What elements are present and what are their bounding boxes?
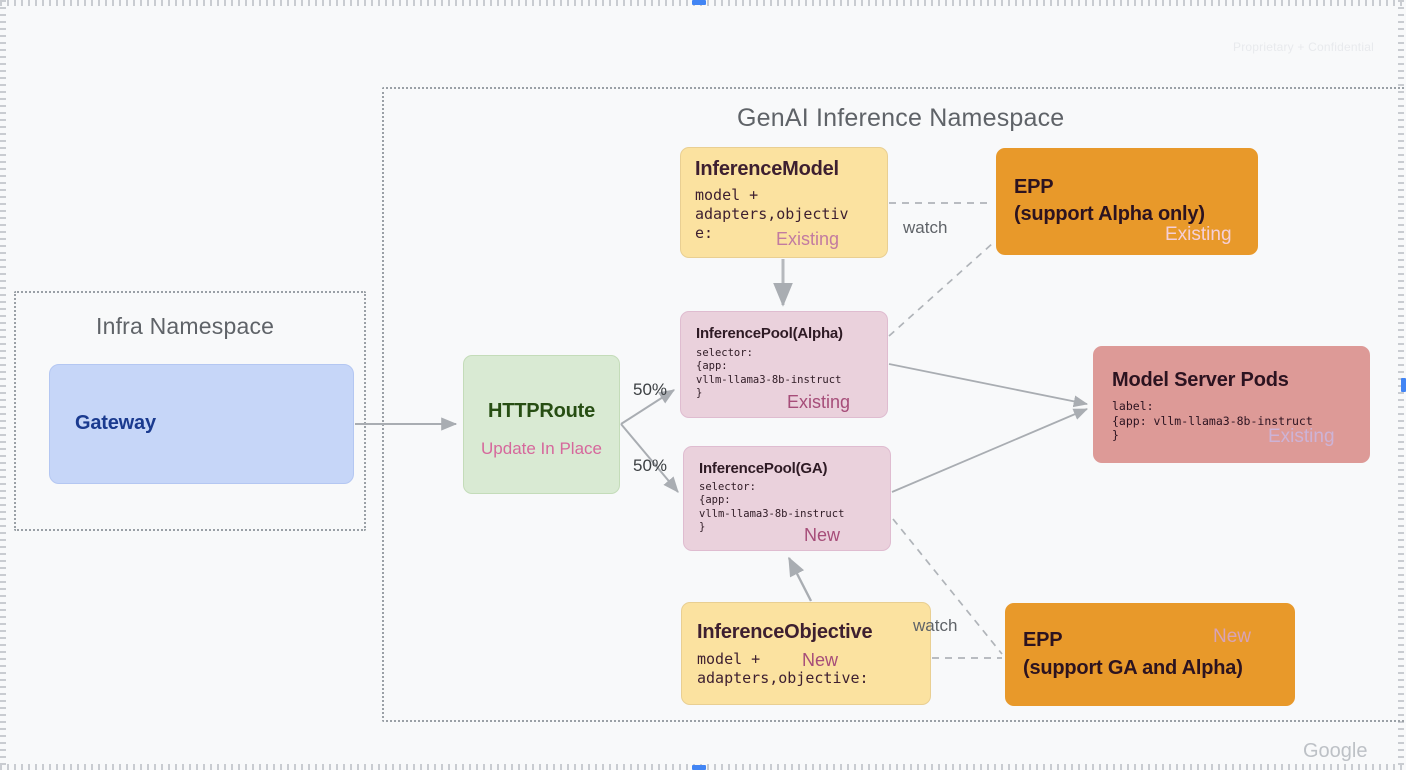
- genai-namespace-title: GenAI Inference Namespace: [737, 104, 1065, 132]
- inferencemodel-node[interactable]: InferenceModel model + adapters,objectiv…: [680, 147, 888, 258]
- inferencepool-ga-title: InferencePool(GA): [699, 460, 828, 477]
- inferenceobjective-title: InferenceObjective: [697, 621, 873, 643]
- slide-handle-right[interactable]: [1401, 378, 1406, 392]
- slide-handle-bottom[interactable]: [692, 765, 706, 770]
- inferenceobjective-status-badge: New: [802, 650, 839, 670]
- gateway-node[interactable]: Gateway: [49, 364, 354, 484]
- confidential-notice: Proprietary + Confidential: [1233, 40, 1374, 54]
- inferencepool-alpha-status-badge: Existing: [787, 392, 851, 412]
- model-server-pods-node[interactable]: Model Server Pods label: {app: vllm-llam…: [1093, 346, 1370, 463]
- inferencemodel-title: InferenceModel: [695, 158, 839, 180]
- slide-handle-top[interactable]: [692, 0, 706, 5]
- httproute-node[interactable]: HTTPRoute Update In Place: [463, 355, 620, 494]
- edge-label-split-bottom: 50%: [633, 456, 668, 475]
- model-server-pods-status-badge: Existing: [1268, 426, 1335, 447]
- inferencepool-ga-status-badge: New: [804, 525, 841, 545]
- inferencemodel-status-badge: Existing: [776, 229, 840, 249]
- epp-alpha-node[interactable]: EPP (support Alpha only) Existing: [996, 148, 1258, 255]
- inferencepool-ga-spec: selector: {app: vllm-llama3-8b-instruct …: [699, 481, 845, 534]
- inferencepool-alpha-spec: selector: {app: vllm-llama3-8b-instruct …: [696, 347, 842, 400]
- inferencepool-alpha-title: InferencePool(Alpha): [696, 325, 843, 342]
- edge-label-split-top: 50%: [633, 380, 668, 399]
- inferenceobjective-node[interactable]: InferenceObjective model + adapters,obje…: [681, 602, 931, 705]
- inferencepool-alpha-node[interactable]: InferencePool(Alpha) selector: {app: vll…: [680, 311, 888, 418]
- edge-label-watch-top: watch: [903, 218, 948, 237]
- gateway-title: Gateway: [75, 412, 156, 434]
- epp-ga-title: EPP (support GA and Alpha): [1023, 629, 1243, 679]
- model-server-pods-spec: label: {app: vllm-llama3-8b-instruct }: [1112, 399, 1313, 443]
- genai-namespace-container: [382, 87, 1406, 722]
- inferencemodel-spec: model + adapters,objectiv e:: [695, 186, 849, 243]
- epp-alpha-title: EPP (support Alpha only): [1014, 176, 1205, 225]
- httproute-status: Update In Place: [481, 439, 602, 458]
- epp-ga-node[interactable]: EPP (support GA and Alpha) New: [1005, 603, 1295, 706]
- httproute-title: HTTPRoute: [487, 400, 596, 422]
- slide-edge-left-rail: [0, 0, 6, 770]
- inferenceobjective-spec: model + adapters,objective:: [697, 650, 869, 688]
- epp-ga-status-badge: New: [1213, 626, 1252, 647]
- infra-namespace-container: [14, 291, 366, 531]
- epp-alpha-status-badge: Existing: [1165, 224, 1232, 245]
- model-server-pods-title: Model Server Pods: [1112, 369, 1289, 391]
- edge-label-watch-bottom: watch: [913, 616, 958, 635]
- google-logo: Google: [1303, 740, 1368, 762]
- inferencepool-ga-node[interactable]: InferencePool(GA) selector: {app: vllm-l…: [683, 446, 891, 551]
- infra-namespace-title: Infra Namespace: [96, 313, 275, 339]
